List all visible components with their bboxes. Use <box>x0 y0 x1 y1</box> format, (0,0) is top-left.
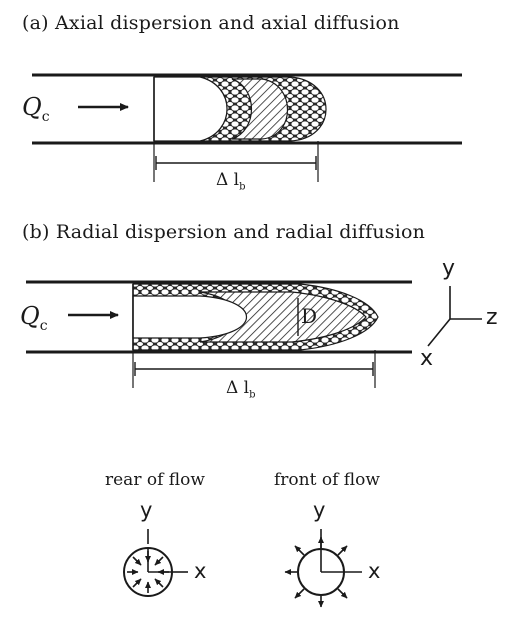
rear-flow-circle <box>123 529 188 597</box>
front-caption: front of flow <box>274 470 380 490</box>
panel-a-length-label: Δ lb <box>216 170 246 193</box>
panel-b-plug <box>132 283 379 351</box>
front-flow-circle <box>284 529 362 608</box>
axis-z-label: z <box>486 305 498 330</box>
front-x-label: x <box>368 559 381 583</box>
panel-a-tube <box>32 73 462 145</box>
inward-arrows <box>127 551 169 593</box>
panel-b-length-label: Δ lb <box>226 378 256 401</box>
panel-a-flow-label: Qc <box>22 93 50 125</box>
rear-x-label: x <box>194 559 207 583</box>
rear-caption: rear of flow <box>105 470 205 490</box>
outward-arrows <box>284 536 348 608</box>
axis-y-label: y <box>442 256 456 281</box>
coordinate-axes <box>427 286 482 347</box>
rear-y-label: y <box>140 498 153 522</box>
panel-b-title: (b) Radial dispersion and radial diffusi… <box>22 221 426 243</box>
panel-b-flow-label: Qc <box>20 302 48 334</box>
panel-b-length-dimension <box>132 350 376 388</box>
panel-b-tube <box>26 280 412 354</box>
panel-a-plug <box>153 76 327 142</box>
panel-a-length-dimension <box>153 141 319 182</box>
axis-x-label: x <box>420 346 434 371</box>
diameter-label: D <box>301 304 318 328</box>
panel-a-title: (a) Axial dispersion and axial diffusion <box>22 12 400 34</box>
front-y-label: y <box>313 498 326 522</box>
